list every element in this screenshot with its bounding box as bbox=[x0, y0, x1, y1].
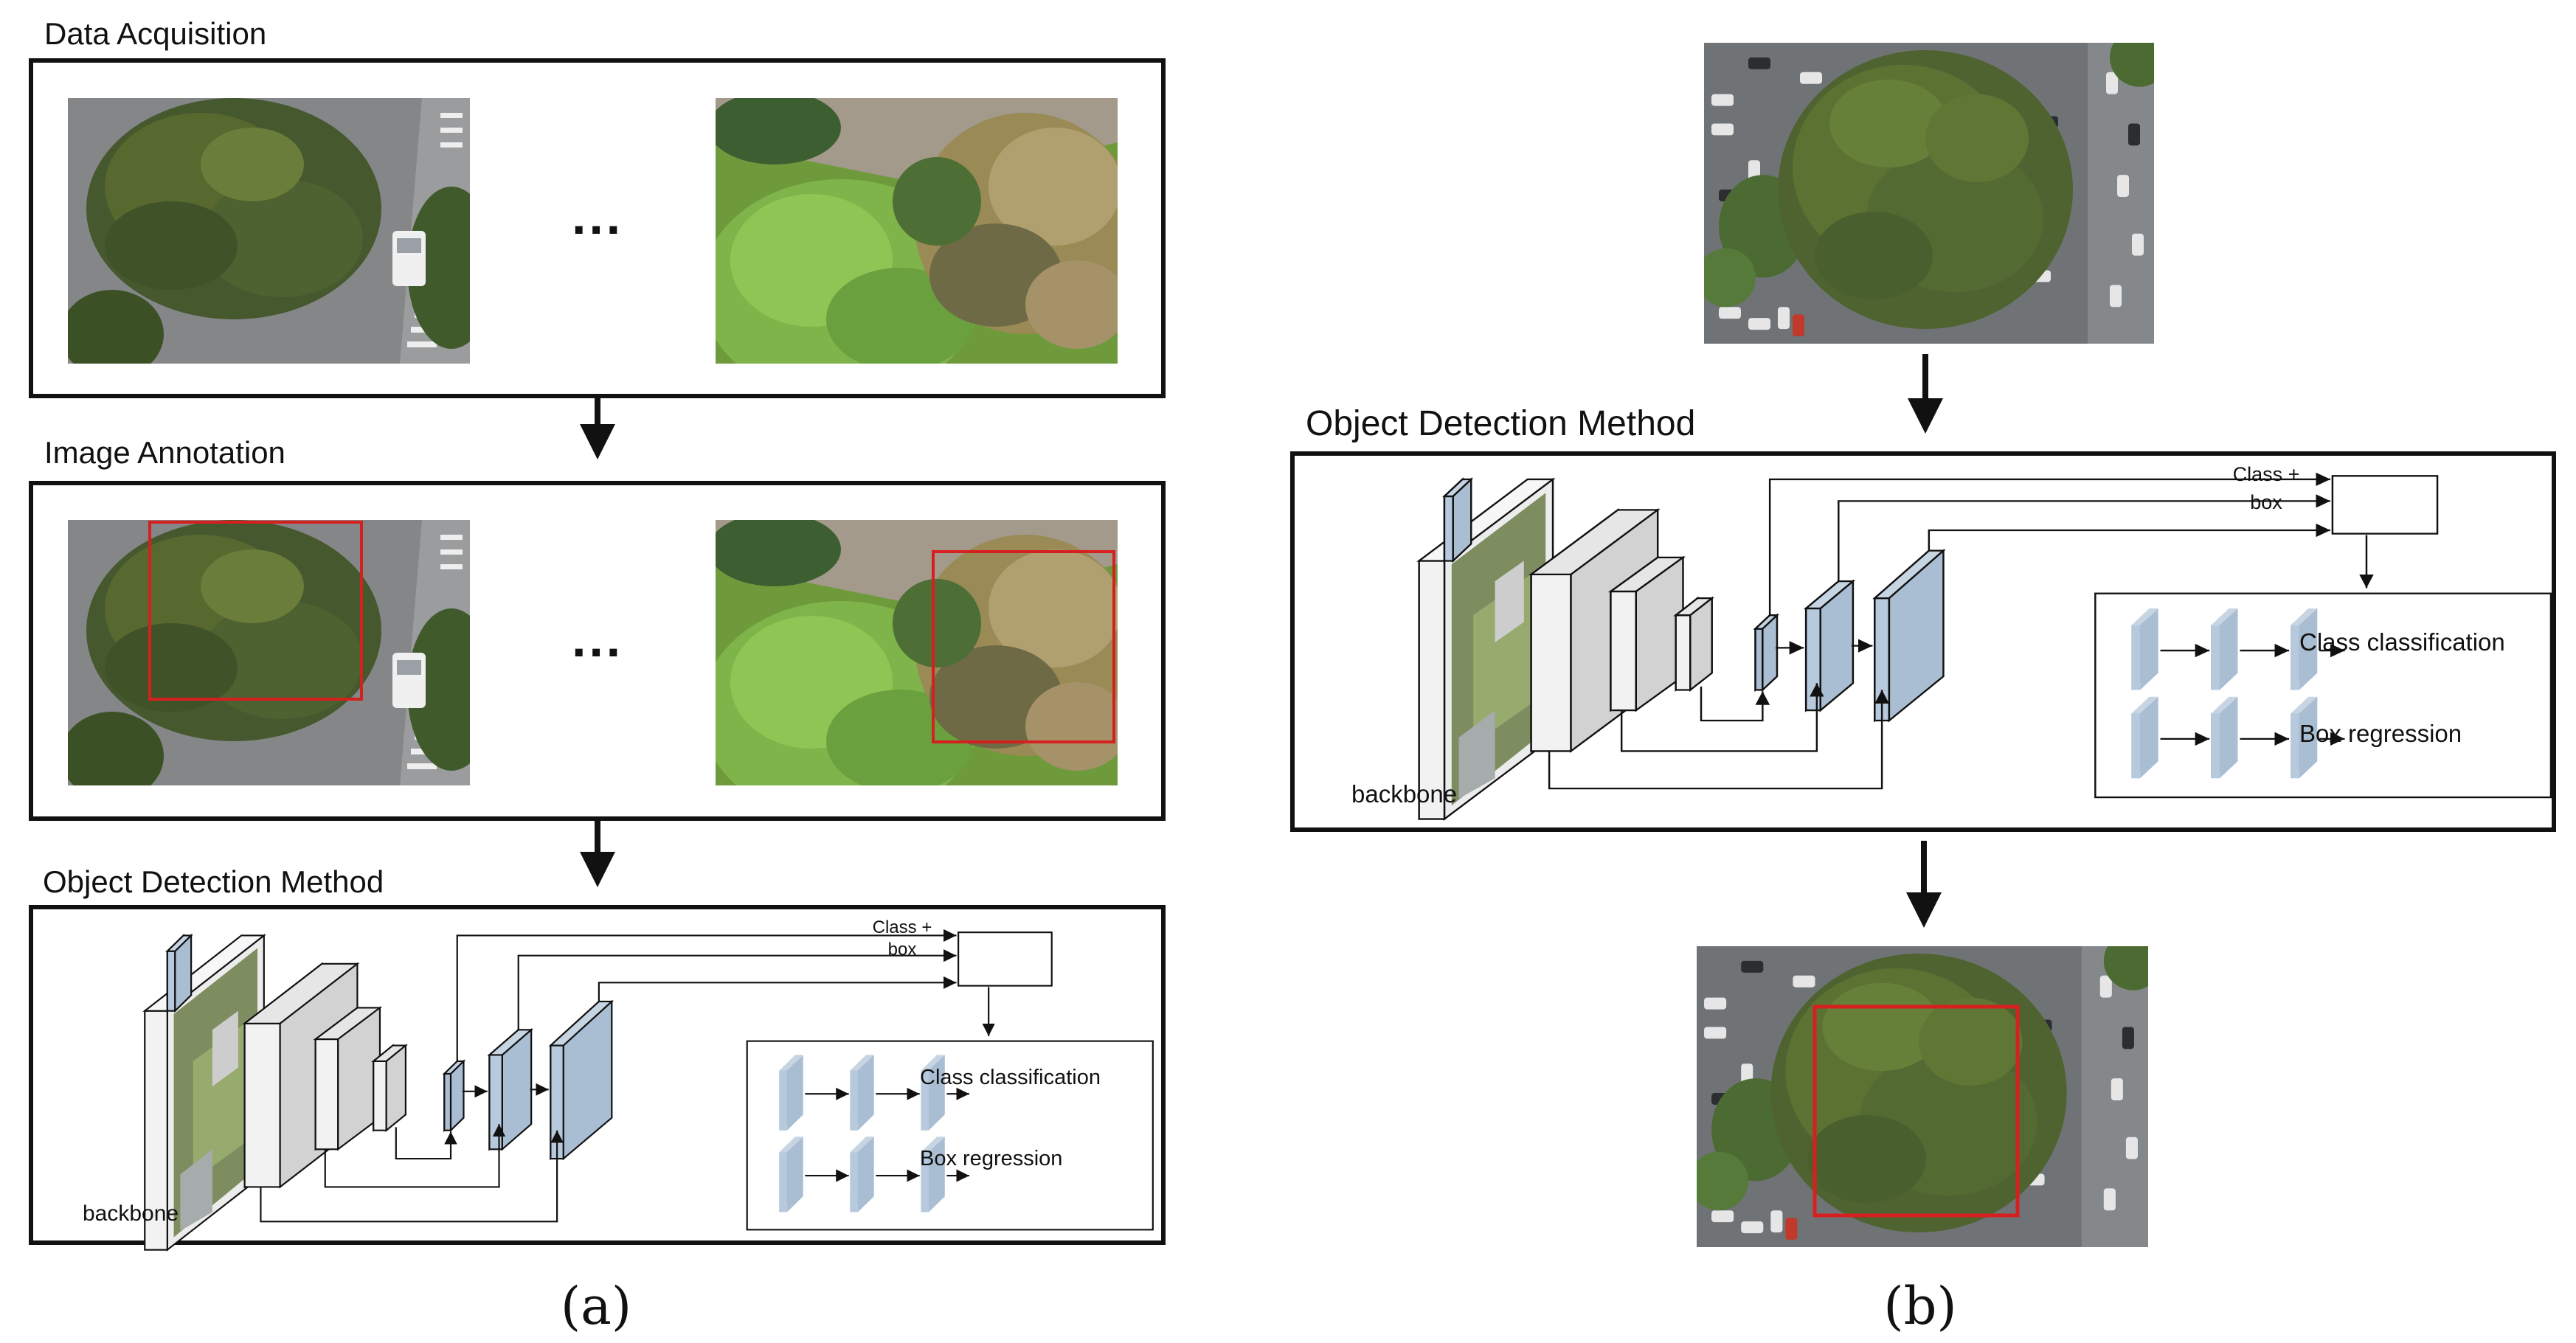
caption-b: (b) bbox=[1883, 1276, 1956, 1336]
class-box-label-line2: box bbox=[888, 940, 917, 959]
panel-b: Object Detection Method Class + box Clas… bbox=[1290, 28, 2556, 1336]
annotated-photo-parking bbox=[60, 520, 496, 800]
ellipsis: ··· bbox=[572, 623, 623, 681]
input-aerial-photo bbox=[1697, 28, 2169, 344]
class-box-label-line1: Class + bbox=[873, 917, 932, 937]
box-regression-label: Box regression bbox=[920, 1147, 1062, 1170]
panel-a: Data Acquisition ··· Image Annotation ··… bbox=[29, 16, 1166, 1336]
detection-bbox bbox=[1812, 1004, 2020, 1218]
annotation-bbox-2 bbox=[932, 550, 1115, 743]
annotation-bbox-1 bbox=[148, 521, 363, 701]
panel-b-title: Object Detection Method bbox=[1306, 404, 1695, 443]
box-regression-label: Box regression bbox=[2299, 720, 2462, 747]
annotated-photo-canopy bbox=[701, 513, 1136, 822]
stage-box-object-detection bbox=[29, 905, 1166, 1245]
caption-a: (a) bbox=[561, 1276, 631, 1336]
stage-title-image-annotation: Image Annotation bbox=[44, 435, 285, 470]
backbone-label: backbone bbox=[83, 1201, 179, 1226]
backbone-label: backbone bbox=[1351, 780, 1457, 808]
output-detection-photo bbox=[1689, 931, 2163, 1247]
class-classification-label: Class classification bbox=[2299, 628, 2505, 656]
stage-title-data-acquisition: Data Acquisition bbox=[44, 16, 266, 51]
class-classification-label: Class classification bbox=[920, 1066, 1101, 1089]
stage-box-data-acquisition bbox=[29, 58, 1166, 398]
ellipsis: ··· bbox=[572, 201, 623, 258]
stage-box-image-annotation bbox=[29, 481, 1166, 821]
aerial-photo-parking bbox=[60, 98, 496, 378]
class-box-label-line2: box bbox=[2250, 491, 2282, 513]
panel-b-detection-box bbox=[1290, 451, 2556, 832]
aerial-photo-canopy bbox=[701, 91, 1136, 400]
stage-title-object-detection: Object Detection Method bbox=[43, 864, 384, 899]
network-diagram-a bbox=[145, 932, 1153, 1249]
class-box-label-line1: Class + bbox=[2233, 463, 2300, 485]
